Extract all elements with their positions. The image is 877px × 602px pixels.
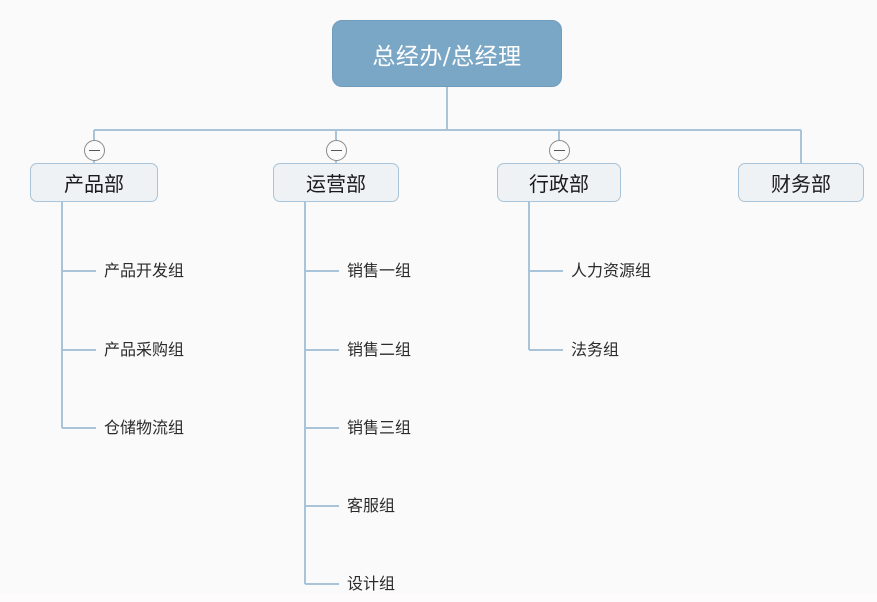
leaf-sales-team-2[interactable]: 销售二组 xyxy=(347,340,412,359)
collapse-toggle-operations-minus-circle-icon[interactable] xyxy=(326,140,347,161)
leaf-product-development[interactable]: 产品开发组 xyxy=(104,261,185,280)
leaf-warehouse-logistics[interactable]: 仓储物流组 xyxy=(104,418,185,437)
node-department-operations[interactable]: 运营部 xyxy=(273,163,399,202)
leaf-customer-service[interactable]: 客服组 xyxy=(347,496,396,515)
collapse-toggle-product-minus-circle-icon[interactable] xyxy=(84,140,105,161)
leaf-legal-affairs[interactable]: 法务组 xyxy=(571,340,620,359)
node-department-product[interactable]: 产品部 xyxy=(30,163,158,202)
collapse-toggle-administration-minus-circle-icon[interactable] xyxy=(549,140,570,161)
node-department-finance[interactable]: 财务部 xyxy=(738,163,864,202)
leaf-sales-team-3[interactable]: 销售三组 xyxy=(347,418,412,437)
node-department-administration[interactable]: 行政部 xyxy=(497,163,621,202)
leaf-product-procurement[interactable]: 产品采购组 xyxy=(104,340,185,359)
leaf-design-team[interactable]: 设计组 xyxy=(347,574,396,593)
node-root[interactable]: 总经办/总经理 xyxy=(332,20,562,87)
bottom-edge-band xyxy=(0,593,877,602)
leaf-sales-team-1[interactable]: 销售一组 xyxy=(347,261,412,280)
leaf-human-resources[interactable]: 人力资源组 xyxy=(571,261,652,280)
